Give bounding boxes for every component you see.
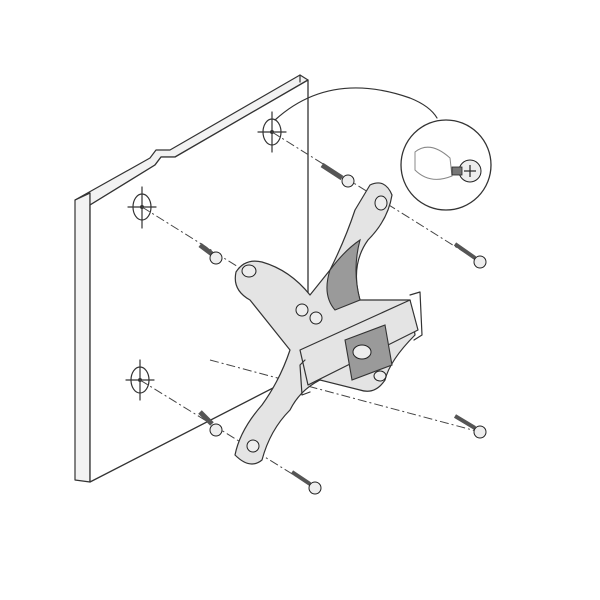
wall-panel	[74, 74, 309, 483]
screw-icon	[309, 311, 323, 325]
screws	[198, 162, 487, 495]
screw-icon	[453, 242, 487, 269]
screw-icon	[198, 243, 223, 265]
screw-icon	[320, 162, 355, 188]
detail-magnifier	[274, 87, 492, 211]
screw-icon	[290, 470, 322, 495]
vesa-mount-bracket	[234, 182, 423, 465]
screw-icon	[198, 410, 223, 437]
screw-icon	[453, 414, 487, 439]
